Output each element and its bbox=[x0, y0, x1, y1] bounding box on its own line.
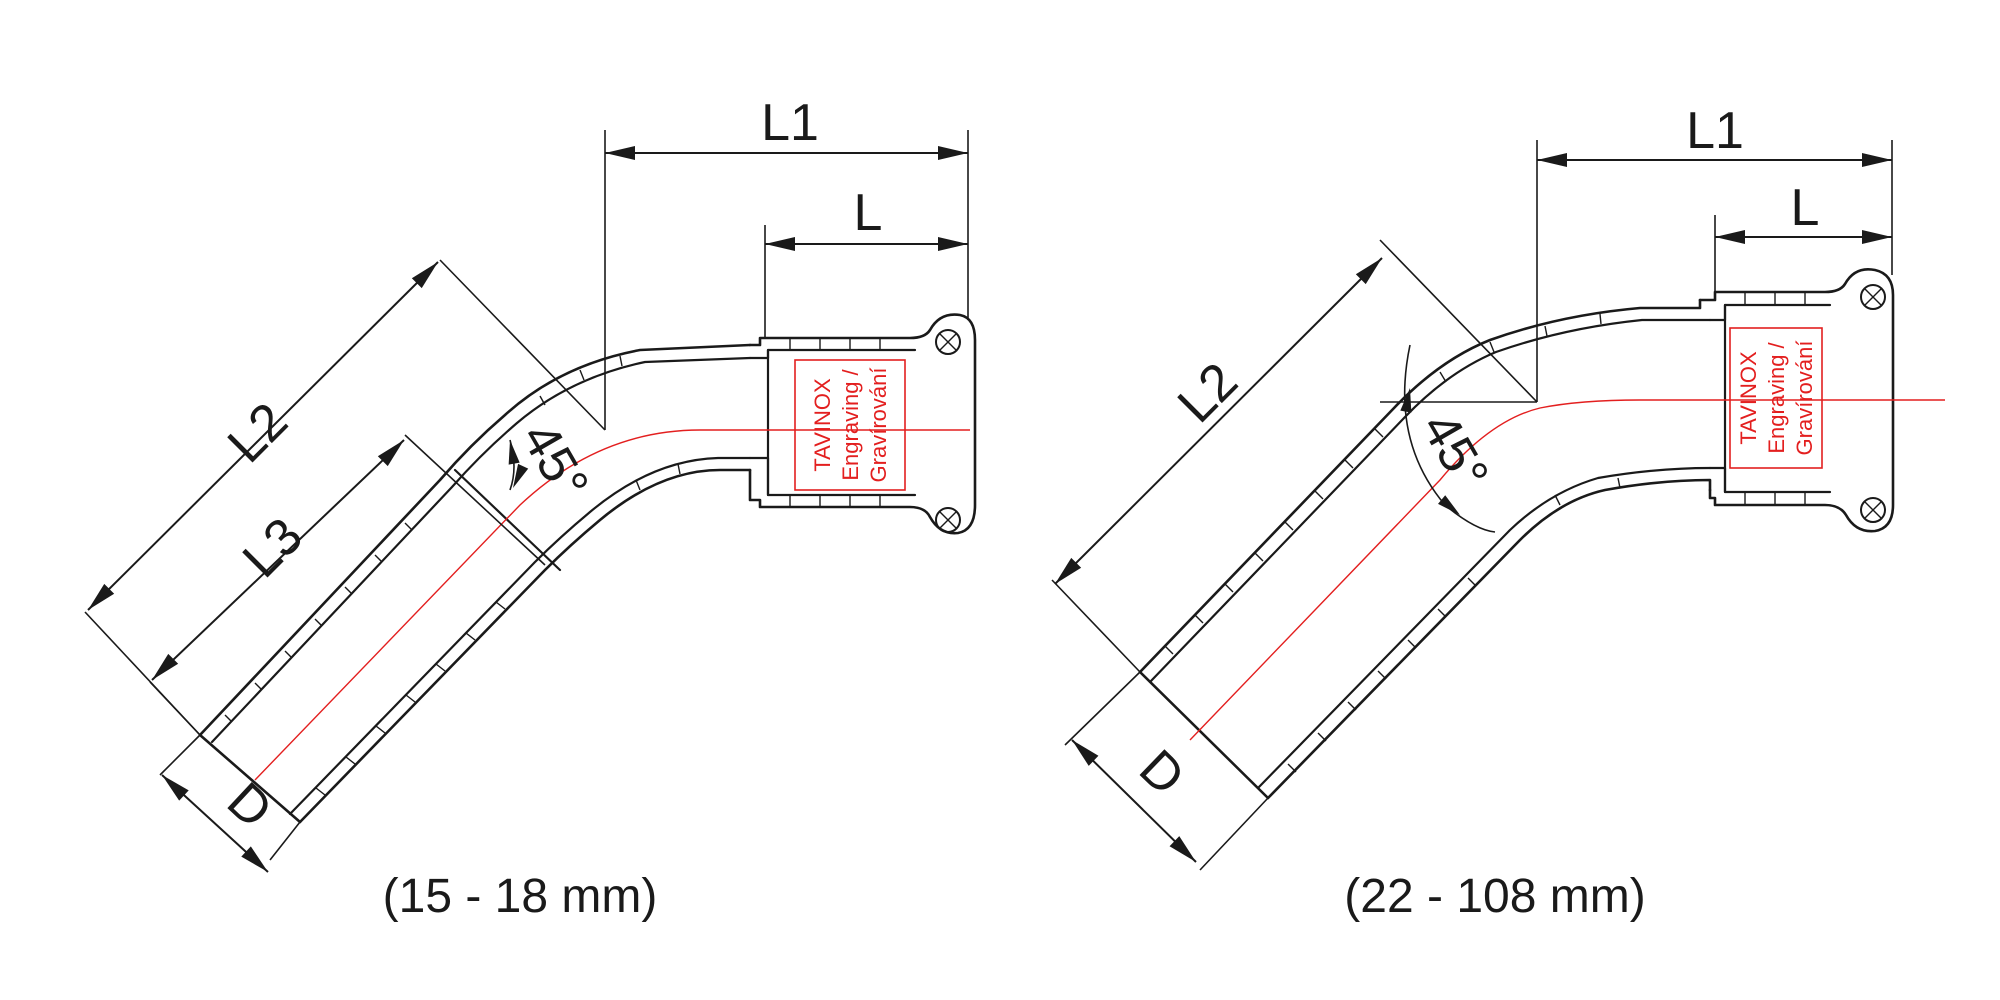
angle-45-large: 45° bbox=[1400, 344, 1500, 533]
engraving-box-large bbox=[1729, 327, 1823, 469]
wall-hatch-large bbox=[1164, 313, 1621, 773]
dimension-l-large: L bbox=[1715, 179, 1892, 244]
label-angle: 45° bbox=[1410, 403, 1500, 500]
engraving-line-3: Gravírování bbox=[866, 368, 891, 483]
centerline-large bbox=[1189, 399, 1945, 741]
dimension-d-small: D bbox=[157, 769, 283, 878]
label-angle: 45° bbox=[510, 413, 600, 510]
engraving-line-2: Engraving / bbox=[838, 368, 863, 480]
dimension-l-small: L bbox=[765, 184, 968, 251]
o-ring-top-small bbox=[935, 329, 961, 355]
caption-large: (22 - 108 mm) bbox=[1344, 870, 1645, 923]
engraving-line-1: TAVINOX bbox=[1736, 351, 1761, 445]
engraving-box-small bbox=[794, 359, 906, 491]
o-ring-top-large bbox=[1860, 284, 1886, 310]
label-l2: L2 bbox=[1167, 352, 1249, 434]
o-ring-bottom-small bbox=[935, 507, 961, 533]
socket-hatch-large bbox=[1744, 292, 1806, 505]
angle-45-small: 45° bbox=[504, 413, 599, 510]
engraving-line-3: Gravírování bbox=[1792, 341, 1817, 456]
dimension-d-large: D bbox=[1067, 734, 1201, 868]
pipe-body-small bbox=[198, 343, 752, 824]
label-l2: L2 bbox=[217, 392, 299, 474]
centerline-small bbox=[254, 429, 970, 781]
label-l1: L1 bbox=[1686, 102, 1744, 160]
press-socket-large: TAVINOX Engraving / Gravírování bbox=[1698, 268, 1895, 533]
label-l: L bbox=[1791, 179, 1820, 237]
dimension-l1-large: L1 bbox=[1537, 102, 1892, 167]
fitting-small: TAVINOX Engraving / Gravírování L1 bbox=[83, 94, 977, 923]
dimension-l2-large: L2 bbox=[1050, 253, 1387, 589]
socket-hatch-small bbox=[789, 338, 881, 507]
dimension-l1-small: L1 bbox=[605, 94, 968, 160]
fitting-large: TAVINOX Engraving / Gravírování L1 bbox=[1050, 102, 1945, 923]
engraving-line-2: Engraving / bbox=[1764, 341, 1789, 453]
press-socket-small: TAVINOX Engraving / Gravírování bbox=[748, 313, 977, 535]
wall-hatch-small bbox=[224, 355, 681, 796]
label-d: D bbox=[1128, 739, 1195, 807]
label-l1: L1 bbox=[761, 94, 819, 152]
dimension-l3-small: L3 bbox=[147, 435, 409, 685]
pipe-body-large bbox=[1138, 298, 1712, 800]
label-l3: L3 bbox=[232, 507, 314, 589]
o-ring-bottom-large bbox=[1860, 497, 1886, 523]
caption-small: (15 - 18 mm) bbox=[383, 870, 658, 923]
label-l: L bbox=[854, 184, 883, 242]
label-d: D bbox=[216, 772, 283, 840]
engraving-line-1: TAVINOX bbox=[810, 378, 835, 472]
